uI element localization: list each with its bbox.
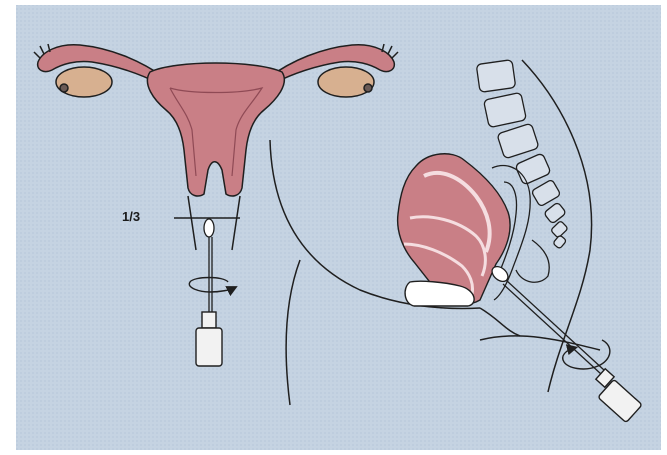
- fraction-label: 1/3: [122, 209, 140, 224]
